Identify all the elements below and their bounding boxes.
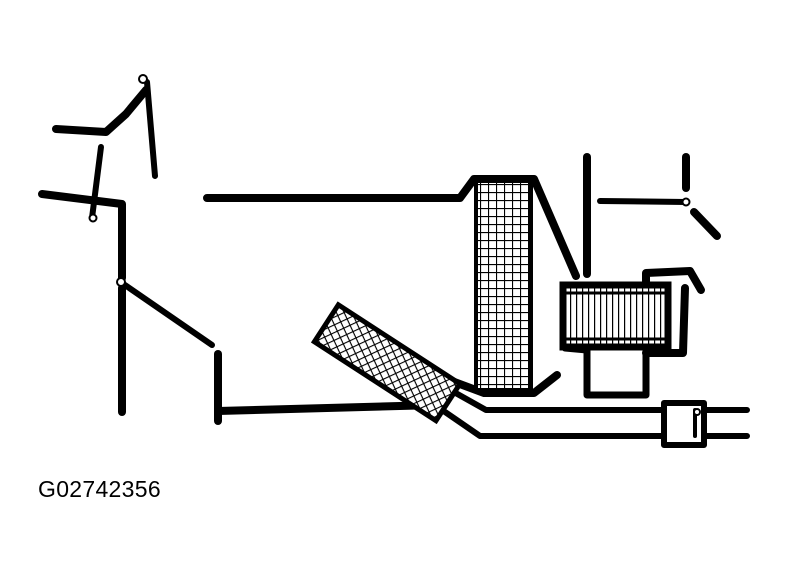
fresh-air-door [52, 74, 158, 223]
figure-reference-code: G02742356 [38, 476, 161, 502]
blend-air-door [583, 153, 721, 278]
heater-lower-wall [437, 371, 561, 397]
outlet-duct-lower [429, 400, 750, 439]
air-inlet-case-wall [38, 190, 215, 416]
heater-core [474, 179, 533, 392]
duct-coupler [661, 400, 707, 448]
blower-wheel [559, 281, 672, 351]
evaporator-core [310, 301, 464, 425]
